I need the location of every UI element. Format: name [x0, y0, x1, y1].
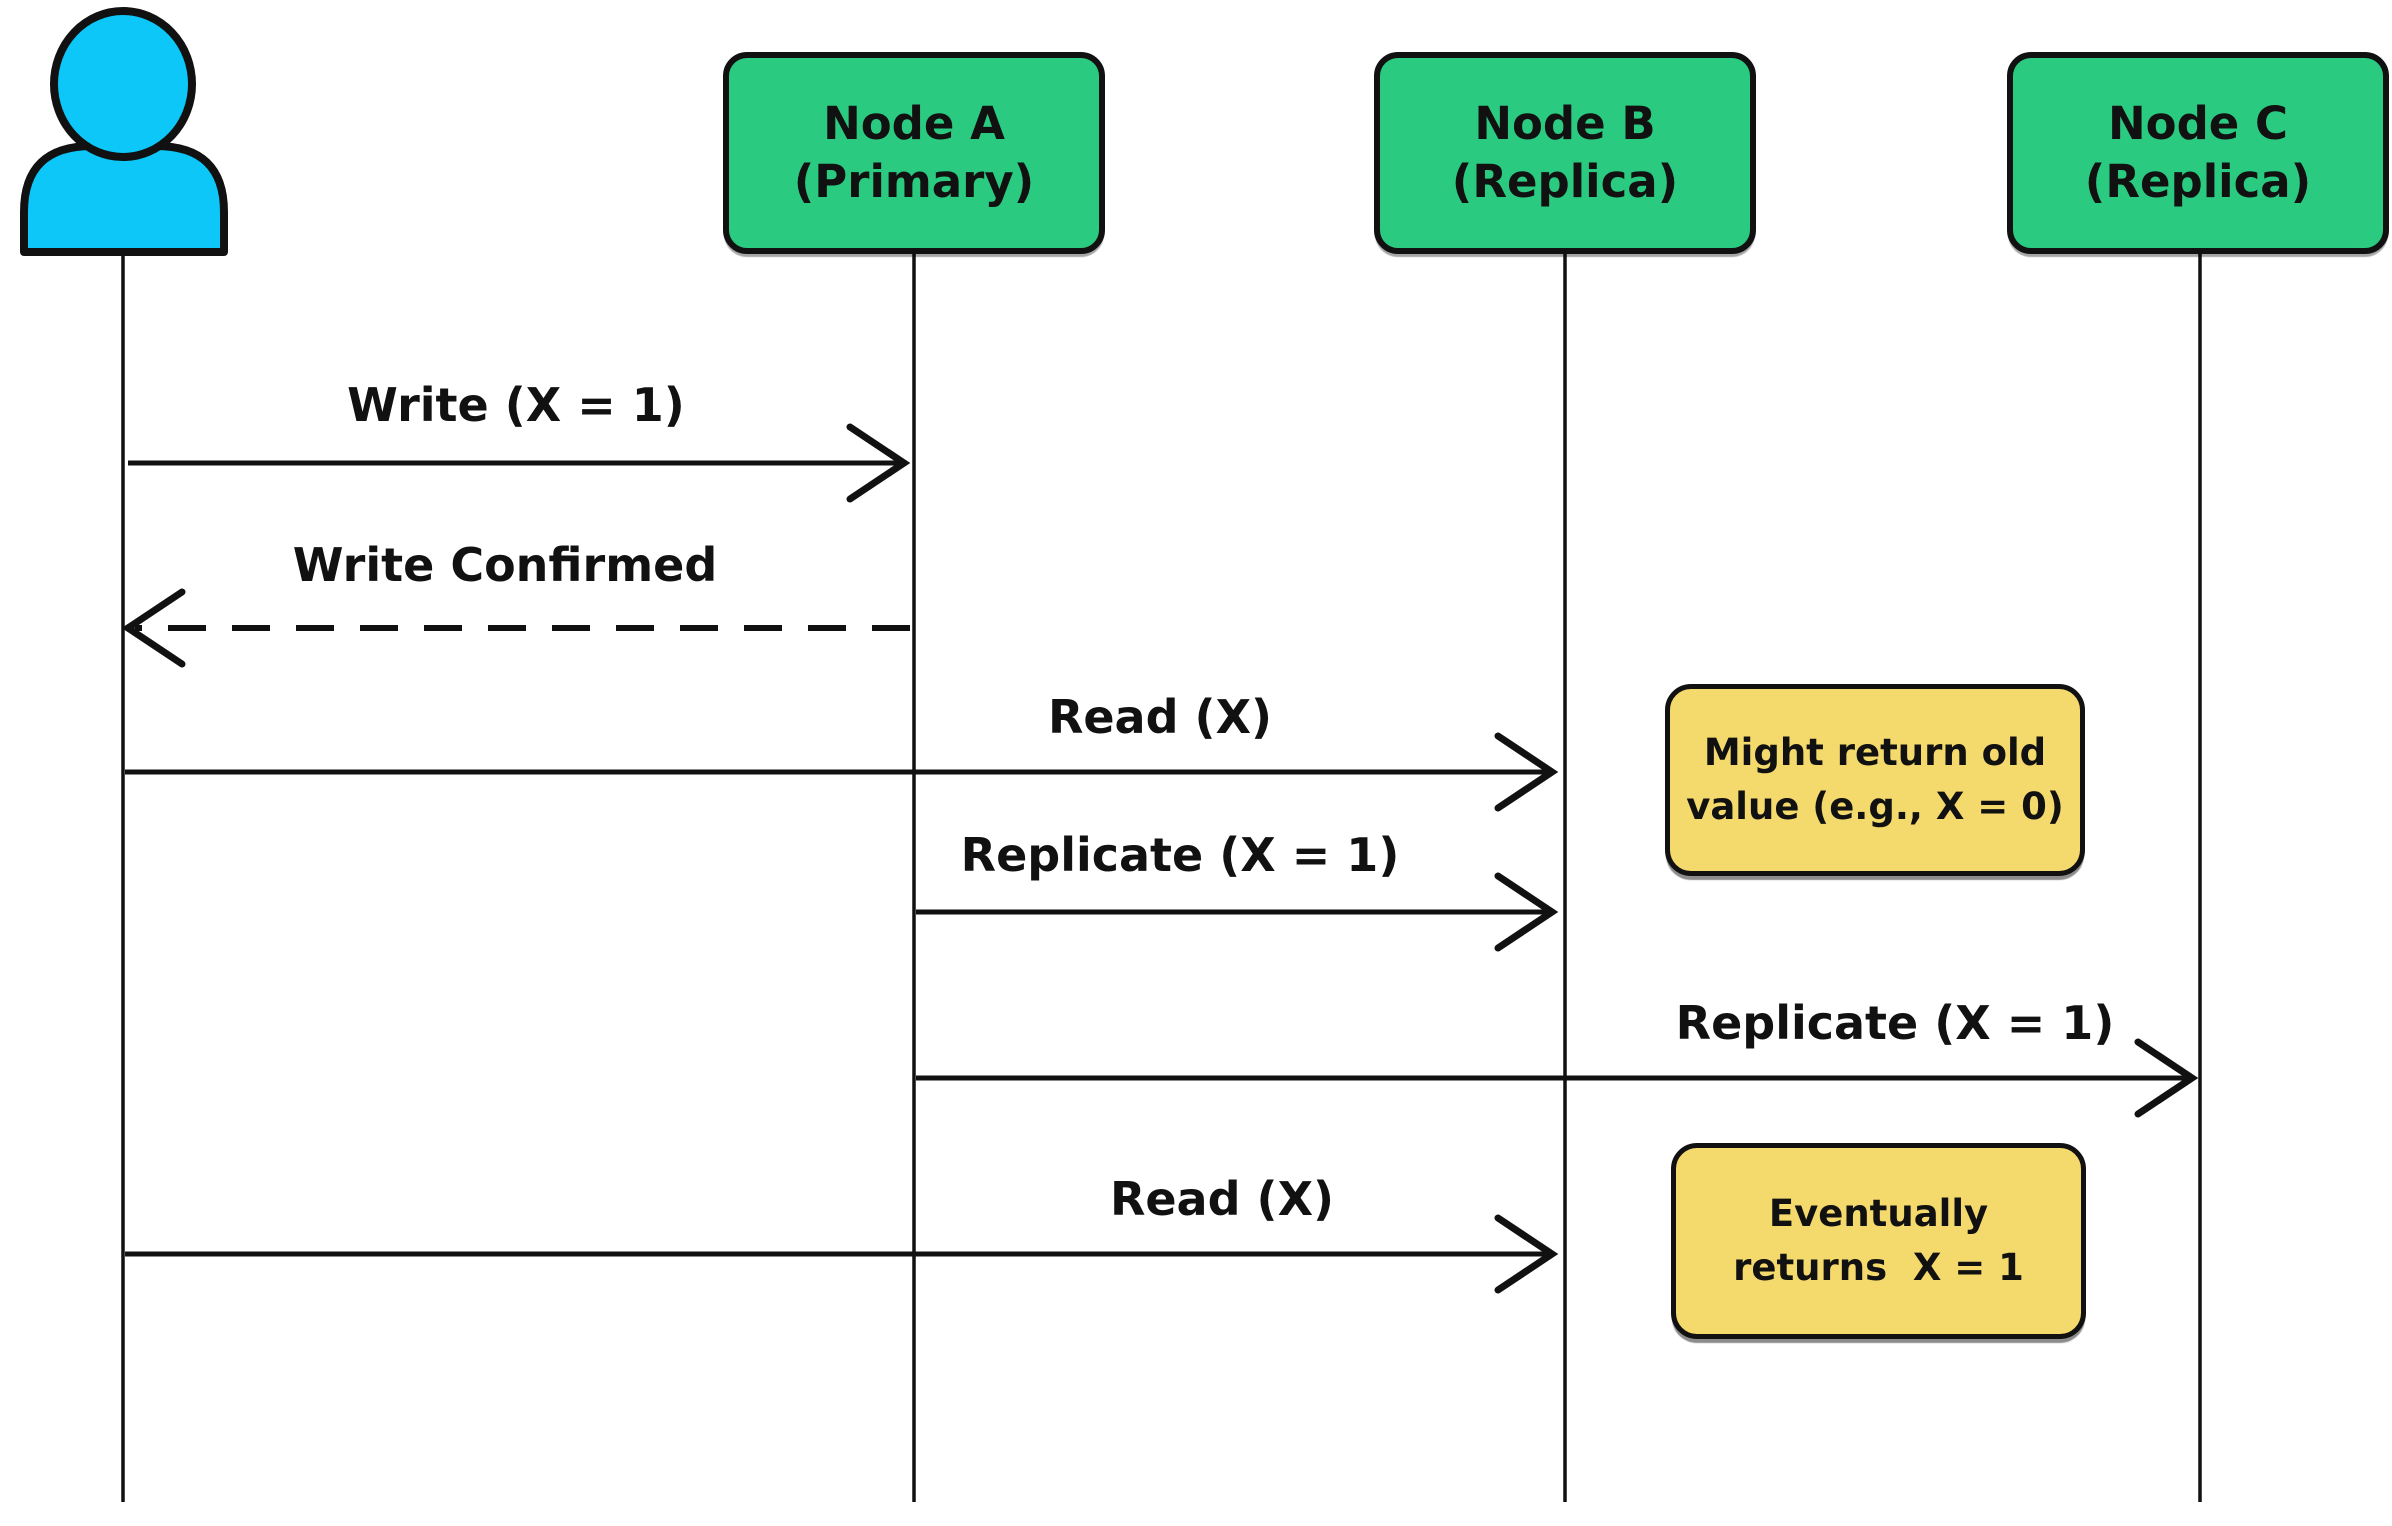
participant-node-c-role: (Replica)	[2084, 155, 2312, 208]
note-might-return-old-line2: value (e.g., X = 0)	[1686, 785, 2064, 828]
person-head	[50, 7, 196, 161]
note-might-return-old-line1: Might return old	[1703, 731, 2047, 775]
message-label-replicate-b: Replicate (X = 1)	[960, 828, 1400, 882]
arrow-write-confirmed	[121, 588, 910, 668]
participant-node-a: Node A (Primary)	[723, 52, 1105, 254]
note-eventually-returns: Eventually returns X = 1	[1671, 1143, 2086, 1339]
participant-node-a-role: (Primary)	[793, 155, 1035, 208]
participant-node-c-name: Node C	[2108, 96, 2288, 150]
participant-node-b: Node B (Replica)	[1374, 52, 1756, 254]
participant-node-a-name: Node A	[823, 96, 1005, 150]
message-label-write-confirmed: Write Confirmed	[292, 538, 718, 592]
arrow-read-1	[125, 732, 1559, 812]
arrow-write	[128, 423, 911, 503]
participant-node-c: Node C (Replica)	[2007, 52, 2389, 254]
arrow-read-2	[125, 1214, 1559, 1294]
message-label-replicate-c: Replicate (X = 1)	[1675, 996, 2115, 1050]
arrow-replicate-b	[916, 872, 1559, 952]
participant-node-b-role: (Replica)	[1451, 155, 1679, 208]
message-label-read-2: Read (X)	[1109, 1172, 1335, 1226]
arrow-replicate-c	[916, 1038, 2199, 1118]
note-eventually-returns-line2: returns X = 1	[1733, 1246, 2024, 1289]
person-icon	[20, 7, 228, 256]
participant-node-b-name: Node B	[1474, 96, 1656, 150]
message-label-read-1: Read (X)	[1047, 690, 1273, 744]
message-label-write: Write (X = 1)	[347, 378, 685, 432]
note-might-return-old: Might return old value (e.g., X = 0)	[1665, 684, 2085, 876]
note-eventually-returns-line1: Eventually	[1768, 1192, 1989, 1236]
person-body	[20, 142, 228, 256]
